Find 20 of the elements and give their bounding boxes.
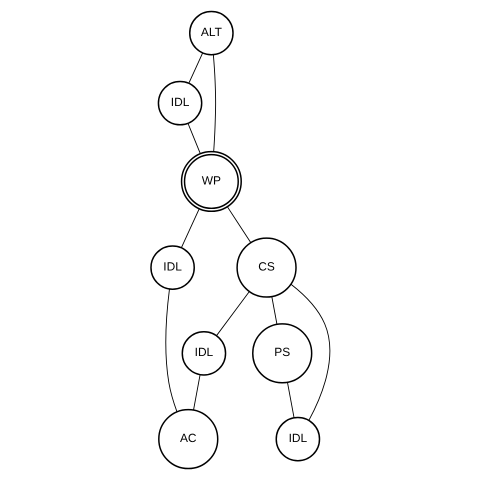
node-circle: PS <box>252 323 312 384</box>
node-circle: IDL <box>150 245 194 290</box>
node-circle: CS <box>236 237 296 298</box>
node-circle: IDL <box>275 416 320 462</box>
node-circle: AC <box>158 408 218 470</box>
connector <box>188 52 203 84</box>
connector <box>286 382 294 418</box>
connector <box>216 291 250 336</box>
connector <box>270 296 277 325</box>
node-circle: ALT <box>188 10 234 56</box>
connector <box>180 208 200 248</box>
connector <box>226 206 251 243</box>
connector <box>192 374 200 410</box>
node-circle: WP <box>180 150 242 212</box>
node-circle: IDL <box>181 330 226 376</box>
connector <box>187 123 200 154</box>
node-circle: IDL <box>157 80 202 126</box>
connector <box>290 284 330 421</box>
connector <box>212 54 216 152</box>
connector <box>164 288 177 412</box>
